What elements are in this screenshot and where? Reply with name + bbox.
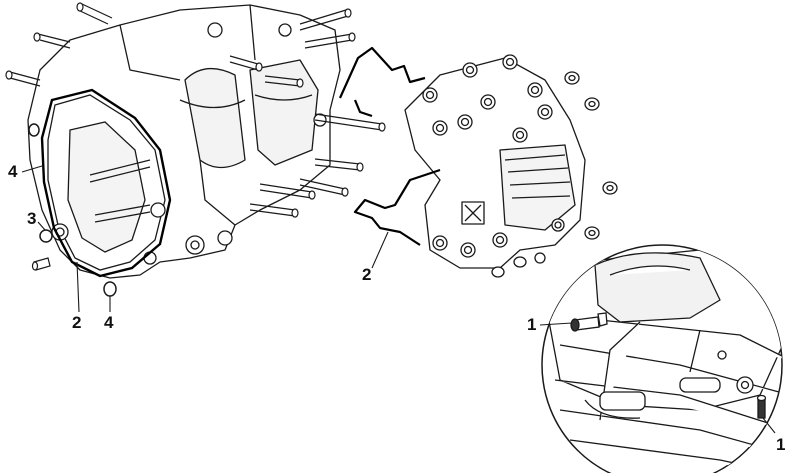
loose-bushings [491, 71, 618, 278]
leader-3 [37, 221, 46, 231]
boss [190, 240, 200, 250]
detail-inset [541, 244, 783, 473]
callout-1-lower: 1 [776, 435, 786, 454]
crankcase-rib-1 [179, 99, 246, 109]
side-cover [47, 94, 166, 271]
gasket-center [338, 46, 441, 246]
leader-2-center [371, 231, 389, 269]
o-ring-4-left [28, 123, 40, 137]
o-ring-4-lower [103, 281, 117, 297]
boss [217, 230, 233, 246]
crankcase-rib-5 [249, 4, 256, 61]
leader-2-left [76, 261, 80, 313]
boss [313, 113, 327, 127]
o-ring-3 [39, 229, 53, 243]
bolt-1-upper [570, 312, 608, 332]
leader-1-lower [762, 417, 776, 434]
bolt-1-lower [756, 394, 767, 419]
callout-1-upper: 1 [527, 315, 537, 334]
gasket-left [40, 88, 172, 278]
callout-3: 3 [27, 209, 37, 228]
dowel-pin [31, 257, 51, 271]
housing-studs [5, 2, 386, 218]
leader-lines [21, 165, 776, 434]
crankcase-rib-3 [199, 159, 236, 226]
leader-1-upper [539, 322, 573, 326]
crankcase-cavity-1 [184, 68, 246, 169]
carrier-bosses [422, 54, 565, 258]
boss [207, 22, 223, 38]
crankcase-cavity-2 [249, 59, 319, 166]
callout-4-left: 4 [8, 162, 18, 181]
callout-4-bottom: 4 [104, 313, 114, 332]
crankcase-rib-4 [119, 24, 181, 81]
crankcase-rib-2 [254, 94, 313, 101]
leader-4-left [21, 165, 43, 173]
callout-2-center: 2 [362, 265, 372, 284]
boss [278, 23, 292, 37]
callout-2-left: 2 [72, 313, 82, 332]
